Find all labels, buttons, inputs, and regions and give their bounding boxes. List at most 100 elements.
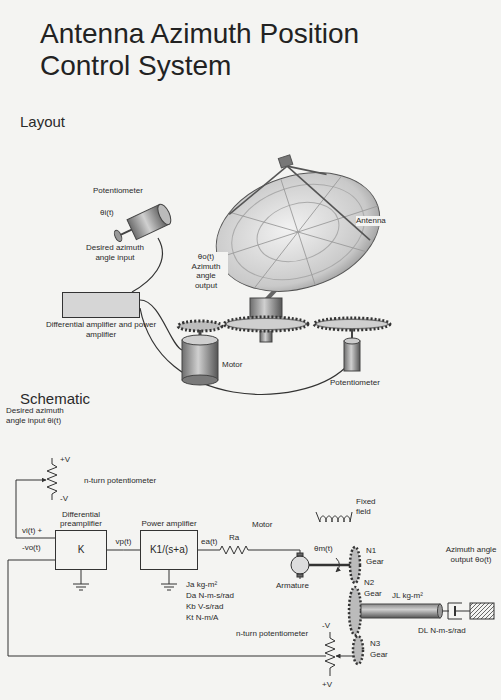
amplifier-block: Differential preamplifierK (55, 530, 107, 570)
antenna-dish (286, 176, 354, 232)
layout-potentiometer (344, 341, 360, 371)
armature-symbol (297, 553, 303, 556)
load-symbol (470, 603, 494, 619)
text-label: Kb V-s/rad (186, 602, 266, 612)
text-label: Potentiometer (330, 378, 400, 388)
potentiometer-symbol (47, 458, 57, 500)
gear (224, 317, 308, 331)
text-label: Kt N-m/A (186, 613, 266, 623)
text-label: -vo(t) (22, 543, 54, 553)
amplifier-block: Power amplifierK1/(s+a) (140, 530, 198, 570)
text-label: n-turn potentiometer (236, 629, 326, 639)
text-label: JL kg-m² (392, 591, 444, 601)
motor (182, 340, 218, 380)
text-label: Potentiometer (93, 186, 163, 196)
layout-potentiometer (344, 329, 360, 371)
antenna-dish (278, 155, 293, 168)
text-label: -V (322, 621, 338, 631)
wire (8, 560, 326, 656)
wire (198, 546, 300, 555)
gear (178, 321, 222, 331)
wire (462, 611, 470, 612)
text-label: Armature (276, 581, 320, 591)
block-heading: Differential preamplifier (55, 510, 107, 529)
text-label: n-turn potentiometer (84, 476, 184, 486)
text-label: Motor (222, 360, 252, 370)
text-label: θi(t) (100, 208, 130, 218)
antenna-dish (287, 155, 326, 185)
armature-symbol (336, 558, 340, 572)
load-symbol (470, 603, 494, 619)
text-label: N1 (366, 546, 382, 556)
text-label: Desired azimuth angle input θi(t) (6, 406, 68, 425)
text-label: DL N-m-s/rad (418, 626, 480, 636)
wire (336, 656, 354, 657)
amplifier-box: Differential amplifier and power amplifi… (62, 292, 140, 318)
text-label: Antenna (356, 216, 392, 226)
wire (16, 480, 55, 538)
signal-label: vp(t) (115, 537, 133, 547)
armature-symbol (291, 556, 309, 574)
layout-potentiometer (111, 202, 174, 247)
block-gain: K1/(s+a) (150, 544, 188, 556)
section-heading: Layout (20, 113, 120, 131)
antenna-dish (218, 232, 298, 258)
gear (316, 320, 388, 329)
text-label: Gear (364, 589, 388, 599)
section-heading: Schematic (20, 390, 140, 408)
field-coil (316, 512, 352, 522)
antenna-dish (281, 179, 298, 232)
layout-potentiometer (111, 202, 174, 247)
armature-symbol (297, 574, 303, 577)
antenna-dish (242, 232, 310, 288)
gear (350, 547, 360, 583)
antenna-dish (298, 232, 315, 285)
motor (182, 330, 218, 385)
ground-symbol (73, 570, 177, 590)
gear (314, 318, 390, 330)
text-label: Ra (229, 533, 245, 543)
text-label: N3 (370, 639, 386, 649)
text-label: +V (60, 455, 80, 465)
ground-symbol (161, 570, 177, 590)
wire (8, 480, 470, 656)
text-label: Fixed field (356, 497, 386, 516)
damper-symbol (448, 603, 462, 619)
load-shaft (361, 604, 440, 618)
ground-symbol (73, 570, 89, 590)
text-label: vi(t) + (22, 526, 54, 536)
text-label: N2 (364, 578, 380, 588)
armature-symbol (309, 564, 352, 567)
motor (182, 375, 218, 385)
layout-wire (140, 308, 345, 394)
page-title: Antenna Azimuth Position Control System (40, 18, 430, 82)
damper-symbol (448, 603, 462, 619)
block-gain: K (78, 544, 85, 556)
gear (178, 317, 390, 331)
armature-symbol (291, 553, 352, 577)
antenna-dish (287, 149, 370, 258)
block-heading: Power amplifier (140, 519, 198, 529)
text-label: Gear (366, 557, 390, 567)
text-label: θo(t) Azimuth angle output (184, 252, 228, 290)
text-label: +V (322, 680, 338, 690)
layout-potentiometer (344, 338, 360, 344)
text-label: ea(t) (201, 537, 225, 547)
load-shaft (361, 604, 443, 618)
layout-potentiometer (155, 202, 173, 226)
motor (182, 335, 218, 345)
signal-connector (107, 550, 140, 551)
text-label: Da N-m-s/rad (186, 591, 266, 601)
load-shaft (438, 604, 443, 618)
layout-potentiometer (113, 229, 124, 242)
gear (226, 319, 306, 330)
field-coil (316, 512, 352, 522)
text-label: Desired azimuth angle input (86, 243, 144, 262)
text-label: Ja kg-m² (186, 580, 266, 590)
gear (349, 587, 361, 635)
potentiometer-symbol (47, 458, 335, 676)
potentiometer-symbol (325, 632, 335, 676)
